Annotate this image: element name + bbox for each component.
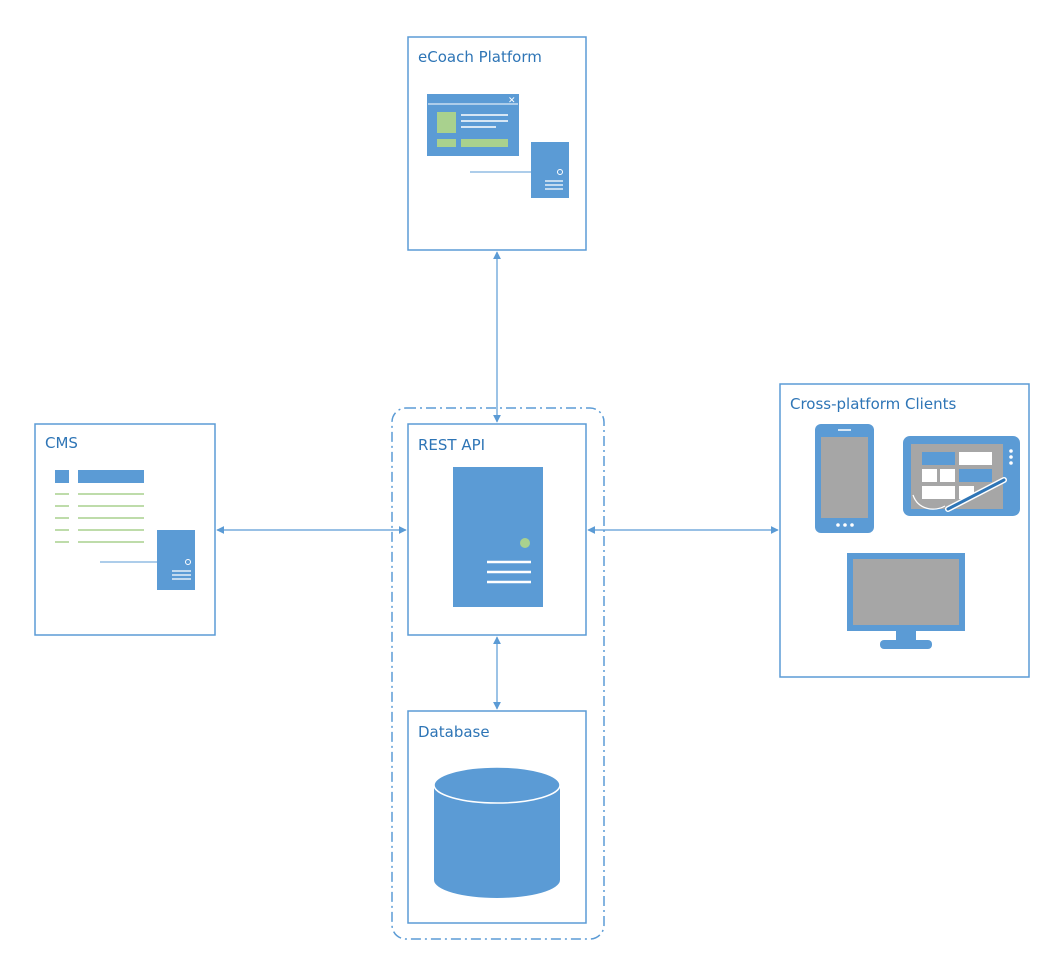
- content-list-icon: [55, 470, 144, 543]
- server-icon: [453, 467, 543, 607]
- backend-group-boundary: [391, 407, 605, 940]
- rest-api-title: REST API: [418, 436, 485, 454]
- cms-title: CMS: [45, 434, 78, 452]
- desktop-monitor-icon: [847, 553, 965, 649]
- tablet-icon: [903, 436, 1020, 516]
- clients-title: Cross-platform Clients: [790, 395, 956, 413]
- web-page-icon: ✕: [427, 94, 519, 156]
- smartphone-icon: [815, 424, 874, 533]
- rest-api-node: REST API: [407, 423, 587, 636]
- database-cylinder-icon: [433, 766, 561, 898]
- server-icon: [100, 530, 195, 590]
- database-title: Database: [418, 723, 490, 741]
- ecoach-platform-title: eCoach Platform: [418, 48, 542, 66]
- clients-node: Cross-platform Clients: [779, 383, 1030, 678]
- server-icon: [470, 142, 569, 198]
- database-node: Database: [407, 710, 587, 924]
- ecoach-platform-node: eCoach Platform ✕: [407, 36, 587, 251]
- cms-node: CMS: [34, 423, 216, 636]
- svg-text:✕: ✕: [508, 96, 516, 106]
